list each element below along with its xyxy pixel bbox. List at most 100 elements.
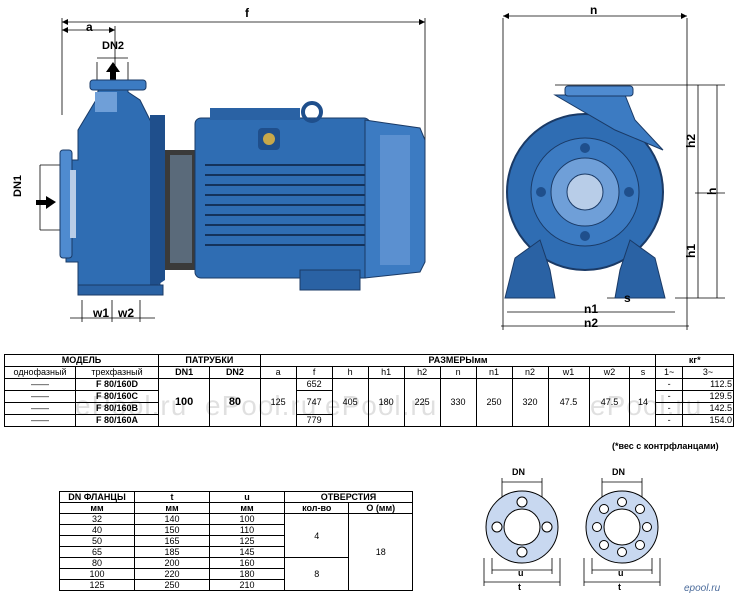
header-single: однофазный bbox=[4, 366, 76, 379]
dim-label-h2: h2 bbox=[684, 133, 698, 148]
flange-t: 185 bbox=[134, 546, 210, 558]
flange-u: 210 bbox=[209, 579, 285, 591]
flange-u: 125 bbox=[209, 535, 285, 547]
header-dn1: DN1 bbox=[157, 366, 211, 379]
pump-front-view bbox=[501, 13, 725, 330]
header-hole-count: кол-во bbox=[283, 502, 350, 514]
dim-label-dn2: DN2 bbox=[102, 40, 125, 52]
header-flange-u: u bbox=[209, 491, 285, 503]
hole-count: 4 bbox=[283, 513, 350, 558]
weight-note: (*вес с контрфланцами) bbox=[612, 441, 719, 451]
flange-label-dn: DN bbox=[612, 467, 625, 477]
dim-label-w1: w1 bbox=[93, 306, 110, 320]
unit-mm: мм bbox=[59, 502, 135, 514]
pump-side-view bbox=[36, 18, 426, 322]
model-name: F 80/160D bbox=[75, 378, 159, 391]
weight-three: 142.5 bbox=[681, 402, 735, 415]
flange-label-dn: DN bbox=[512, 467, 525, 477]
dim-head: h bbox=[331, 366, 369, 379]
flange-t: 250 bbox=[134, 579, 210, 591]
flange-t: 140 bbox=[134, 513, 210, 525]
header-model: МОДЕЛЬ bbox=[4, 354, 159, 367]
flange-t: 220 bbox=[134, 568, 210, 580]
flange-u: 110 bbox=[209, 524, 285, 536]
header-hole-diameter: О (мм) bbox=[348, 502, 413, 514]
watermark: ePool.ru bbox=[205, 390, 318, 421]
w1-value: 47.5 bbox=[547, 378, 590, 427]
dimensions-table: МОДЕЛЬ ПАТРУБКИ РАЗМЕРЫмм кг* однофазный… bbox=[4, 354, 735, 427]
n2-value: 320 bbox=[511, 378, 549, 427]
flange-dn: 100 bbox=[59, 568, 135, 580]
hole-count: 8 bbox=[283, 557, 350, 591]
flange-u: 100 bbox=[209, 513, 285, 525]
dim-head: n1 bbox=[475, 366, 513, 379]
dim-head: h1 bbox=[367, 366, 405, 379]
header-three: трехфазный bbox=[75, 366, 159, 379]
flange-label-u: u bbox=[618, 568, 624, 578]
single-phase-dash: —— bbox=[4, 378, 76, 391]
flange-table: DN ФЛАНЦЫ t u ОТВЕРСТИЯ мм мм мм кол-во … bbox=[59, 491, 413, 591]
dim-label-n: n bbox=[590, 3, 598, 17]
dim-head: n bbox=[439, 366, 477, 379]
flange-t: 150 bbox=[134, 524, 210, 536]
single-phase-dash: —— bbox=[4, 390, 76, 403]
watermark: ePool.ru bbox=[590, 390, 703, 421]
header-ports: ПАТРУБКИ bbox=[158, 354, 261, 367]
flange-drawing-4-holes bbox=[483, 478, 561, 586]
weight-three: 154.0 bbox=[681, 414, 735, 427]
flange-t: 200 bbox=[134, 557, 210, 569]
dim-label-dn1: DN1 bbox=[12, 174, 24, 197]
corner-watermark: epool.ru bbox=[684, 583, 721, 594]
single-phase-dash: —— bbox=[4, 402, 76, 415]
dim-head: w1 bbox=[547, 366, 590, 379]
n-value: 330 bbox=[439, 378, 477, 427]
dim-label-h1: h1 bbox=[684, 243, 698, 258]
dim-label-f: f bbox=[245, 6, 249, 20]
flange-dn: 125 bbox=[59, 579, 135, 591]
unit-mm: мм bbox=[134, 502, 210, 514]
flange-drawing-8-holes bbox=[583, 478, 661, 586]
flange-u: 160 bbox=[209, 557, 285, 569]
model-name: F 80/160A bbox=[75, 414, 159, 427]
header-dn2: DN2 bbox=[209, 366, 261, 379]
dim-label-a: a bbox=[86, 20, 93, 34]
dim-label-h: h bbox=[705, 187, 719, 195]
single-phase-dash: —— bbox=[4, 414, 76, 427]
flange-label-u: u bbox=[518, 568, 524, 578]
weight-head: 1~ bbox=[655, 366, 683, 379]
f-value: 747 bbox=[295, 390, 333, 415]
header-dims: РАЗМЕРЫмм bbox=[259, 354, 657, 367]
flange-dn: 80 bbox=[59, 557, 135, 569]
dim-head: w2 bbox=[588, 366, 631, 379]
dn1-value: 100 bbox=[157, 378, 211, 427]
watermark: ePool.ru bbox=[325, 390, 438, 421]
weight-single: - bbox=[655, 378, 683, 391]
f-value: 779 bbox=[295, 414, 333, 427]
dim-head: s bbox=[629, 366, 657, 379]
header-holes: ОТВЕРСТИЯ bbox=[284, 491, 413, 503]
dim-head: h2 bbox=[403, 366, 441, 379]
dim-head: f bbox=[295, 366, 333, 379]
n1-value: 250 bbox=[475, 378, 513, 427]
dim-head: n2 bbox=[511, 366, 549, 379]
flange-dn: 50 bbox=[59, 535, 135, 547]
unit-mm: мм bbox=[209, 502, 285, 514]
header-flange-dn: DN ФЛАНЦЫ bbox=[59, 491, 135, 503]
flange-label-t: t bbox=[518, 582, 521, 592]
dim-label-n1: n1 bbox=[584, 302, 599, 316]
dim-head: a bbox=[259, 366, 297, 379]
h2-value: 225 bbox=[403, 378, 441, 427]
flange-label-t: t bbox=[618, 582, 621, 592]
weight-single: - bbox=[655, 414, 683, 427]
dim-label-w2: w2 bbox=[118, 306, 135, 320]
dn2-value: 80 bbox=[209, 378, 261, 427]
header-flange-t: t bbox=[134, 491, 210, 503]
dim-label-n2: n2 bbox=[584, 316, 599, 330]
header-weight: кг* bbox=[655, 354, 734, 367]
flange-dn: 32 bbox=[59, 513, 135, 525]
f-value: 652 bbox=[295, 378, 333, 391]
weight-head: 3~ bbox=[681, 366, 735, 379]
flange-dn: 65 bbox=[59, 546, 135, 558]
dim-label-s: s bbox=[624, 291, 631, 305]
w2-value: 47.5 bbox=[588, 378, 631, 427]
